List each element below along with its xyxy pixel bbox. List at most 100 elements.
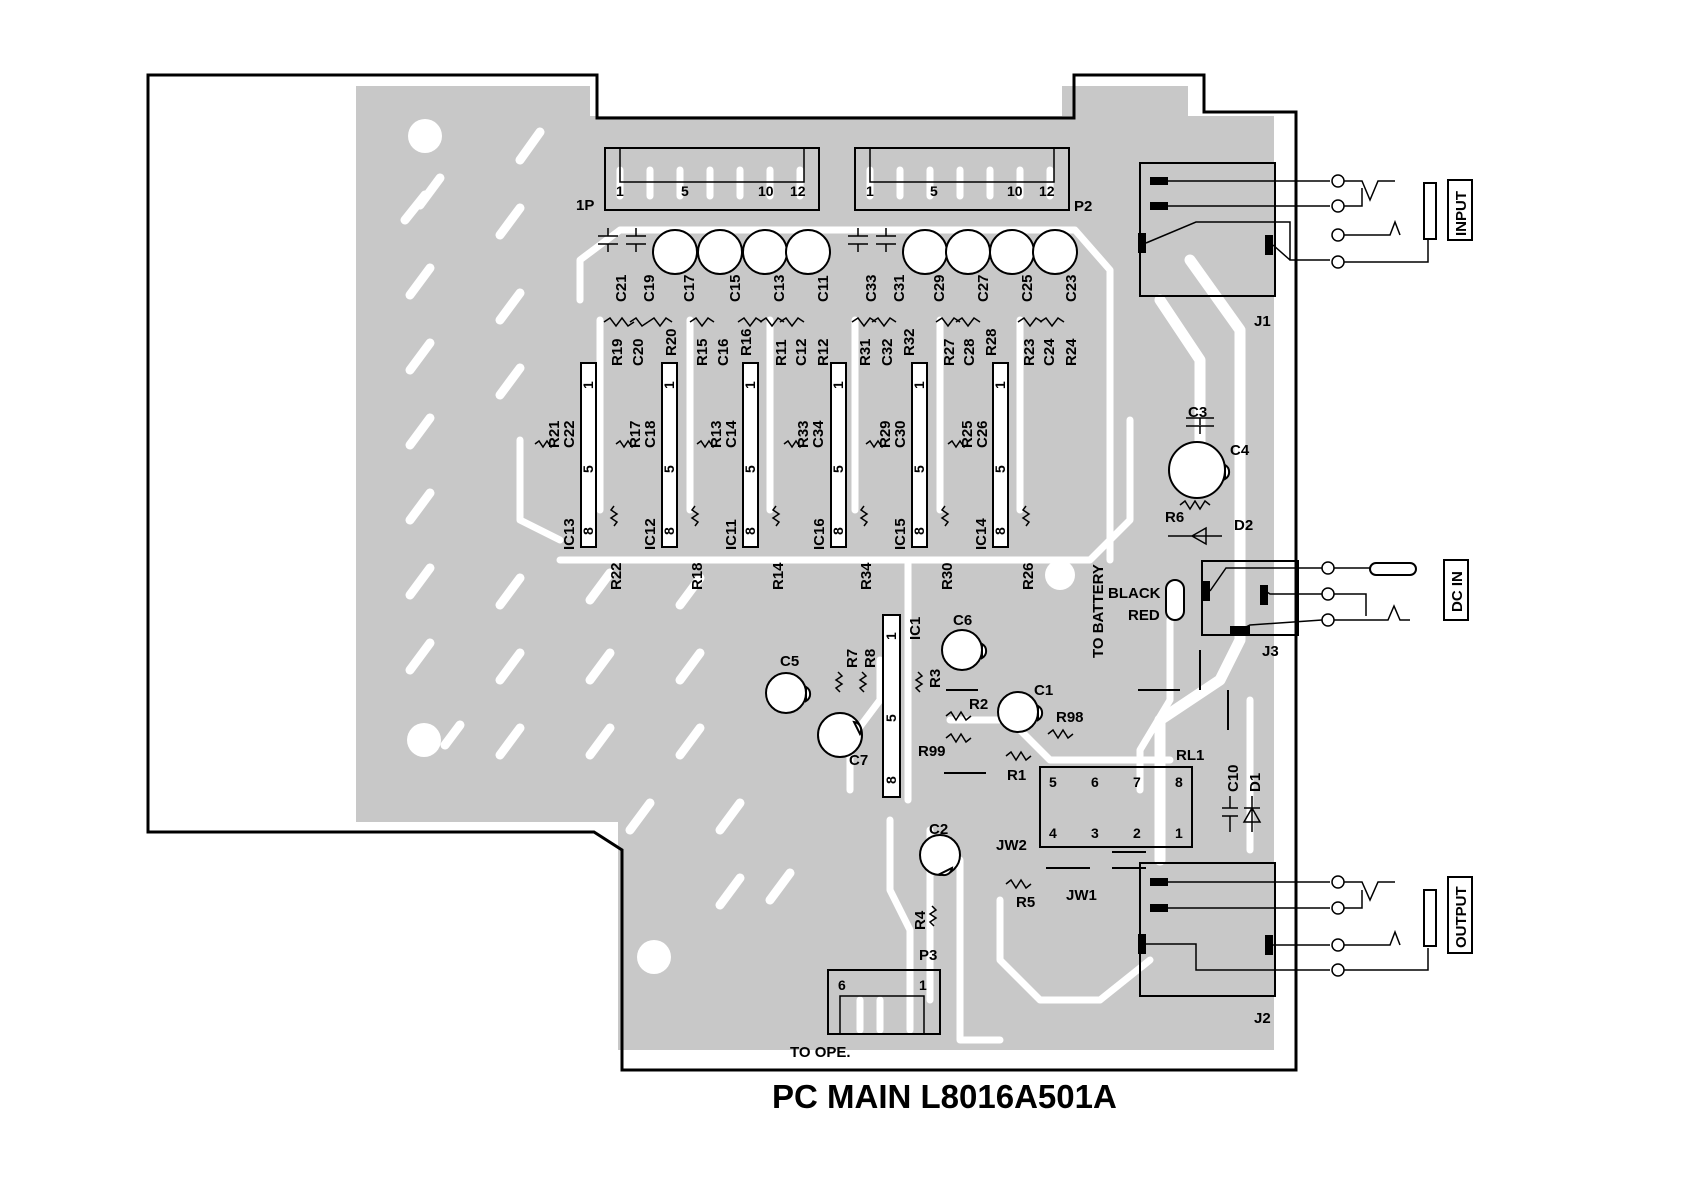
input-tag-box <box>1447 179 1473 241</box>
svg-text:5: 5 <box>992 465 1008 473</box>
connector-p2-pin: 5 <box>930 183 938 199</box>
svg-text:5: 5 <box>661 465 677 473</box>
jack-j2-label: J2 <box>1254 1010 1271 1027</box>
svg-text:R20: R20 <box>663 328 680 356</box>
board-marking: L8016A501A 94J0 <box>289 306 319 388</box>
svg-text:R31: R31 <box>857 338 874 366</box>
jack-j2: J2 OUTPUT <box>1138 862 1473 1027</box>
svg-text:TO OPE.: TO OPE. <box>790 1044 851 1061</box>
svg-text:R14: R14 <box>770 562 787 590</box>
svg-text:8: 8 <box>830 527 846 535</box>
svg-text:5: 5 <box>830 465 846 473</box>
svg-text:IC1: IC1 <box>907 617 924 640</box>
mounting-hole <box>1045 560 1075 590</box>
svg-text:C2: C2 <box>929 821 948 838</box>
svg-text:8: 8 <box>992 527 1008 535</box>
svg-text:C33: C33 <box>863 274 880 302</box>
output-tag-box <box>1447 876 1473 954</box>
svg-text:R25: R25 <box>959 420 976 448</box>
row2-resistor-symbols <box>603 316 1065 328</box>
svg-text:C14: C14 <box>723 420 740 448</box>
svg-text:C32: C32 <box>879 338 896 366</box>
svg-text:R5: R5 <box>1016 894 1035 911</box>
connector-1p-pin: 1 <box>616 183 624 199</box>
svg-text:6: 6 <box>838 977 846 993</box>
svg-text:C5: C5 <box>780 653 799 670</box>
svg-text:6: 6 <box>1091 774 1099 790</box>
svg-text:C15: C15 <box>727 274 744 302</box>
mounting-hole <box>408 119 442 153</box>
svg-text:C1: C1 <box>1034 682 1053 699</box>
svg-text:C7: C7 <box>849 752 868 769</box>
svg-text:8: 8 <box>580 527 596 535</box>
mounting-hole <box>637 940 671 974</box>
svg-text:IC16: IC16 <box>811 518 828 550</box>
svg-text:C13: C13 <box>771 274 788 302</box>
svg-text:R6: R6 <box>1165 509 1184 526</box>
svg-text:P3: P3 <box>919 947 937 964</box>
svg-text:1: 1 <box>580 381 596 389</box>
svg-text:5: 5 <box>911 465 927 473</box>
connector-p2-housing <box>869 147 1055 183</box>
power-components: C3 C4 R6 D2 <box>1165 404 1253 546</box>
row2-component-labels: R19 C20 R20 R15 C16 R16 R11 C12 R12 R31 … <box>609 328 1080 366</box>
svg-text:R21: R21 <box>546 420 563 448</box>
svg-text:C28: C28 <box>961 338 978 366</box>
dcin-tag-box <box>1443 559 1469 621</box>
svg-text:C20: C20 <box>630 338 647 366</box>
svg-text:C6: C6 <box>953 612 972 629</box>
svg-text:R29: R29 <box>877 420 894 448</box>
svg-text:C25: C25 <box>1019 274 1036 302</box>
svg-text:R4: R4 <box>912 910 929 930</box>
svg-text:C27: C27 <box>975 274 992 302</box>
svg-text:RL1: RL1 <box>1176 747 1204 764</box>
top-capacitor-symbols <box>598 228 1078 275</box>
svg-text:C18: C18 <box>642 420 659 448</box>
svg-text:IC13: IC13 <box>561 518 578 550</box>
svg-text:C31: C31 <box>891 274 908 302</box>
svg-text:C3: C3 <box>1188 404 1207 421</box>
svg-text:C10: C10 <box>1225 764 1242 792</box>
ic-chip: 1 5 8 IC13 <box>561 362 597 550</box>
svg-text:1: 1 <box>661 381 677 389</box>
svg-text:C22: C22 <box>561 420 578 448</box>
svg-text:C34: C34 <box>810 420 827 448</box>
relay-rl1: RL1 5 6 7 8 4 3 2 1 <box>1039 747 1204 848</box>
svg-text:RED: RED <box>1128 607 1160 624</box>
svg-text:R15: R15 <box>694 338 711 366</box>
svg-text:8: 8 <box>883 776 899 784</box>
connector-p2-pin: 1 <box>866 183 874 199</box>
svg-text:R34: R34 <box>858 562 875 590</box>
connector-p2-pin: 10 <box>1007 183 1023 199</box>
ic-bottom-labels: R22 R18 R14 R34 R30 R26 <box>608 562 1037 590</box>
dcin-tag: DC IN <box>1449 571 1466 612</box>
pcb-traces <box>516 166 1254 1044</box>
svg-text:R7: R7 <box>844 649 861 668</box>
board-outline <box>146 73 1298 1072</box>
svg-text:L8016A501A: L8016A501A <box>303 306 319 388</box>
battery-connection: BLACK RED TO BATTERY <box>1090 564 1185 658</box>
svg-text:5: 5 <box>883 714 899 722</box>
svg-text:1: 1 <box>830 381 846 389</box>
mounting-hole <box>407 723 441 757</box>
jack-j1: J1 INPUT <box>1138 162 1473 330</box>
connector-1p-pin: 12 <box>790 183 806 199</box>
svg-text:8: 8 <box>911 527 927 535</box>
svg-text:R23: R23 <box>1021 338 1038 366</box>
connector-1p-pin: 10 <box>758 183 774 199</box>
svg-text:C12: C12 <box>793 338 810 366</box>
input-tag: INPUT <box>1453 191 1470 236</box>
svg-text:R28: R28 <box>983 328 1000 356</box>
svg-text:C17: C17 <box>681 274 698 302</box>
board-hatch-pattern <box>400 127 795 910</box>
jack-j3-label: J3 <box>1262 643 1279 660</box>
svg-text:R17: R17 <box>627 420 644 448</box>
svg-text:C26: C26 <box>974 420 991 448</box>
connector-1p-label: 1P <box>576 197 594 214</box>
svg-text:8: 8 <box>1175 774 1183 790</box>
svg-text:R26: R26 <box>1020 562 1037 590</box>
svg-text:1: 1 <box>992 381 1008 389</box>
svg-text:1: 1 <box>883 632 899 640</box>
pcb-board-area <box>356 86 1274 1050</box>
